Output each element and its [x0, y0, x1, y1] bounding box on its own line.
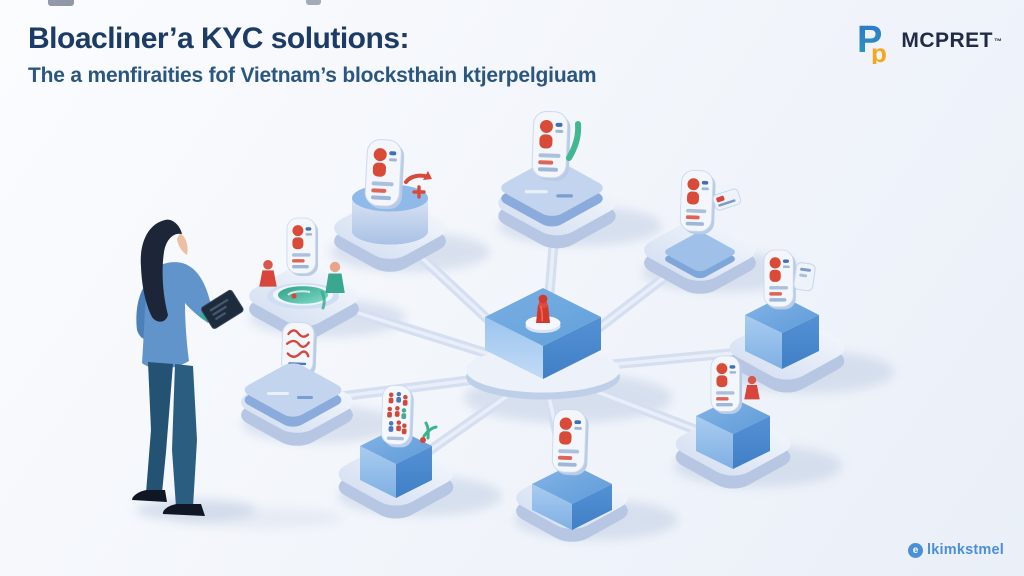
- rotate-plus-icon: [404, 171, 432, 199]
- node-platform-bottom-center: [516, 408, 628, 542]
- logo-letter-p: p: [871, 38, 887, 64]
- page-subtitle: The a menfiraities fof Vietnam’s blockst…: [28, 63, 597, 87]
- watermark-text: lkimkstmel: [927, 542, 1004, 558]
- mini-card-icon: [712, 188, 742, 211]
- person-shoe: [132, 490, 167, 502]
- data-cube: [696, 398, 770, 469]
- tablet-icon: [201, 289, 244, 329]
- data-cube: [745, 296, 819, 369]
- watermark: e lkimkstmel: [908, 542, 1004, 558]
- data-cube: [532, 464, 612, 530]
- scan-pool-icon: [267, 283, 339, 309]
- top-edge-artifact: [48, 0, 74, 6]
- id-card-icon: [763, 249, 797, 310]
- check-icon: [566, 121, 582, 161]
- top-edge-artifact: [306, 0, 321, 5]
- id-card-icon: [363, 138, 406, 211]
- trademark-symbol: ™: [994, 36, 1002, 46]
- logo-letter-P: P: [857, 19, 882, 61]
- person-figurine-icon: [259, 260, 277, 287]
- sprout-icon: [420, 421, 438, 443]
- person-shoe: [162, 504, 205, 516]
- id-card-icon: [551, 408, 590, 477]
- crowd-card-icon: [380, 384, 415, 449]
- brand-logo-mark-icon: P p: [857, 19, 887, 64]
- node-platform-bottom-left: [338, 384, 454, 519]
- brand-logo: P p MCPRET ™: [855, 18, 1002, 64]
- central-hub: [466, 288, 620, 400]
- person-hair: [140, 219, 182, 322]
- header: Bloacliner’a KYC solutions: The a menfir…: [28, 22, 597, 88]
- id-card-icon: [710, 355, 743, 415]
- e-circle-icon: e: [908, 542, 924, 558]
- brand-logo-text: MCPRET: [901, 29, 993, 52]
- person-leg: [172, 364, 197, 507]
- page-title: Bloacliner’a KYC solutions:: [28, 22, 410, 55]
- person-leg: [146, 362, 173, 493]
- id-card-icon: [679, 169, 717, 236]
- person-illustration: [132, 219, 343, 528]
- node-platform-top-right: [644, 169, 756, 294]
- node-platform-top-center: [495, 110, 616, 249]
- node-platform-top-left: [334, 138, 446, 272]
- hub-red-figure-icon: [536, 294, 550, 323]
- id-card-icon: [286, 217, 319, 277]
- node-platform-bottom-right: [675, 355, 791, 489]
- id-card-icon: [531, 110, 572, 182]
- person-figurine-icon: [325, 261, 345, 293]
- person-face: [177, 233, 188, 255]
- node-platform-verification-pool: [249, 217, 359, 340]
- node-platform-left-bottom: [239, 360, 353, 446]
- node-platform-right: [729, 249, 845, 393]
- mini-card-icon: [793, 262, 816, 292]
- flat-panel: [665, 232, 735, 279]
